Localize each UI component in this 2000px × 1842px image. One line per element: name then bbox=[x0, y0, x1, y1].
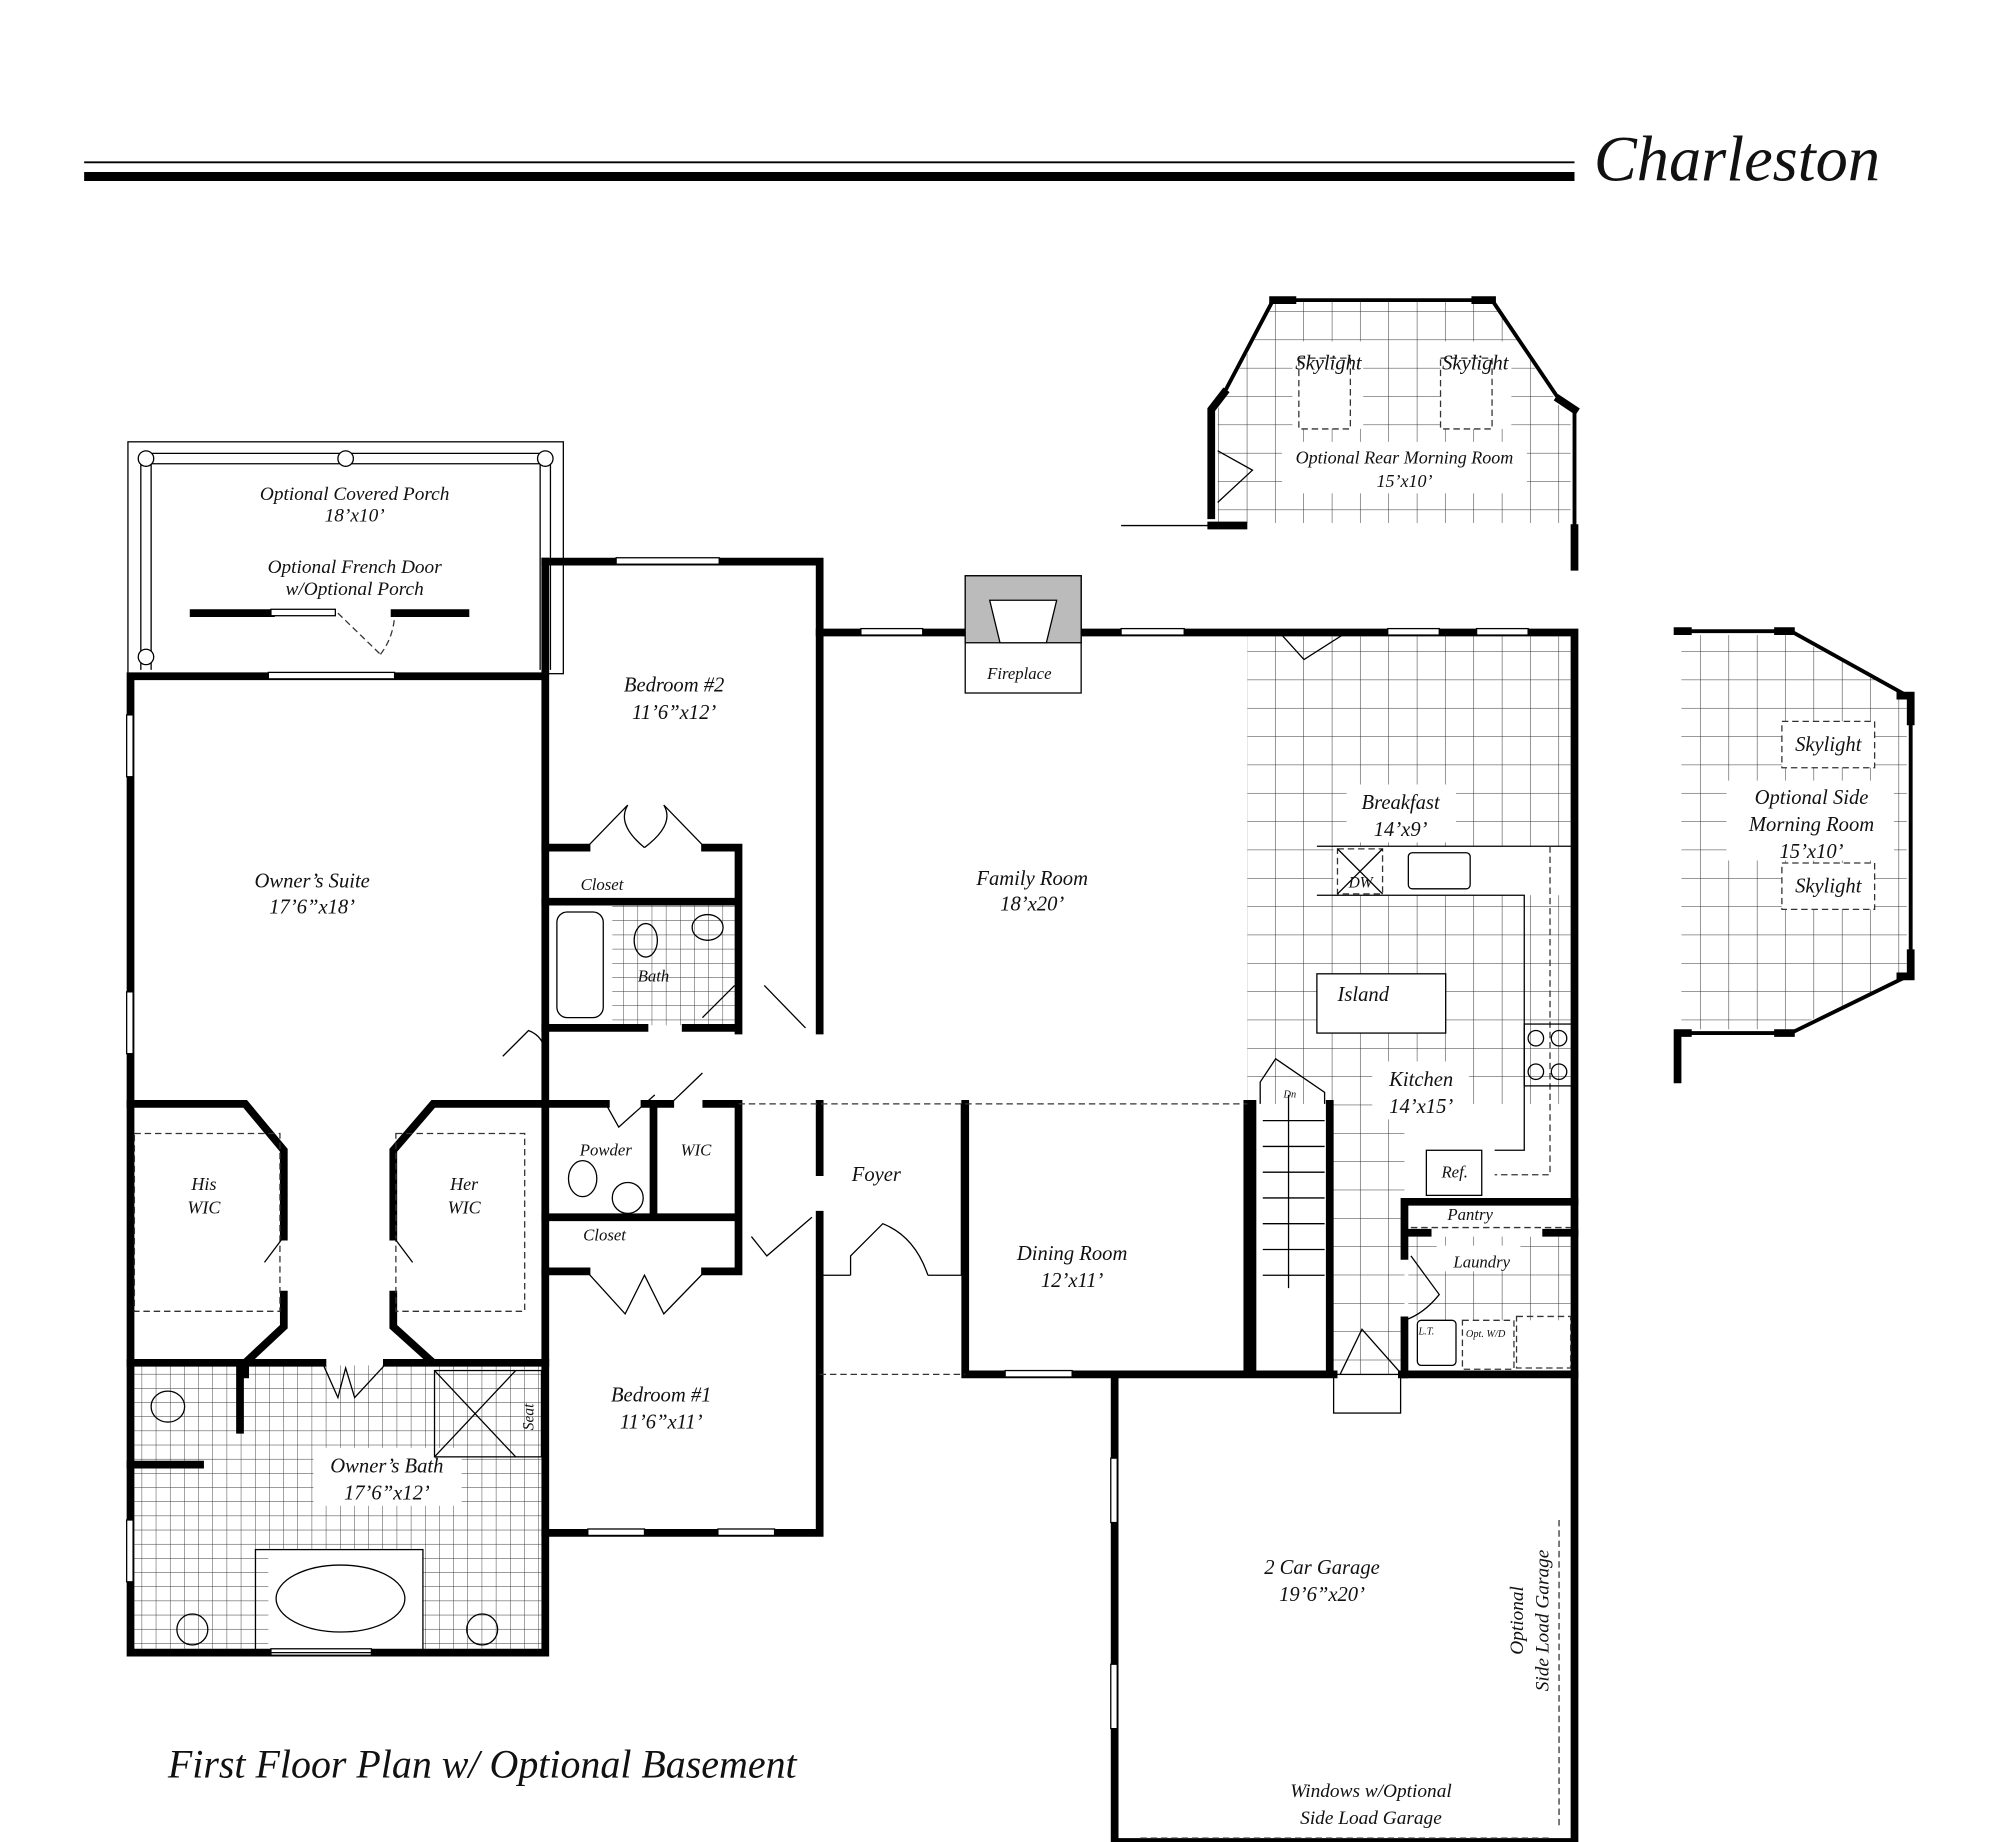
owners-bath-size: 17’6”x12’ bbox=[344, 1482, 430, 1504]
island-label: Island bbox=[1337, 984, 1390, 1006]
owners-bath-label: Owner’s Bath bbox=[330, 1455, 443, 1477]
dining-room-size: 12’x11’ bbox=[1041, 1270, 1104, 1292]
fireplace bbox=[964, 575, 1082, 694]
side-load-label: Optional bbox=[1507, 1586, 1528, 1655]
pantry-label: Pantry bbox=[1446, 1205, 1493, 1224]
rear-morning-room-size: 15’x10’ bbox=[1376, 471, 1432, 491]
his-wic-label: His bbox=[190, 1174, 216, 1194]
side-morning-room-label-2: Morning Room bbox=[1748, 814, 1874, 836]
refrigerator bbox=[1425, 1149, 1483, 1197]
bedroom2-label: Bedroom #2 bbox=[624, 675, 724, 697]
porch-size: 18’x10’ bbox=[325, 506, 385, 527]
porch-column bbox=[536, 450, 554, 467]
laundry-label: Laundry bbox=[1452, 1253, 1510, 1272]
bath-label: Bath bbox=[638, 967, 670, 986]
side-skylight-1: Skylight bbox=[1795, 734, 1863, 756]
range bbox=[1523, 1023, 1573, 1087]
rear-skylight-2: Skylight bbox=[1442, 353, 1510, 375]
porch-label: Optional Covered Porch bbox=[260, 484, 450, 505]
fireplace-label: Fireplace bbox=[986, 664, 1052, 683]
french-door-label-2: w/Optional Porch bbox=[286, 579, 424, 600]
side-morning-room bbox=[1673, 627, 1915, 1084]
room-labels: Optional Covered Porch 18’x10’ Optional … bbox=[187, 353, 1874, 1829]
porch-column bbox=[337, 450, 355, 467]
french-door-label: Optional French Door bbox=[268, 557, 443, 578]
her-wic-label: Her bbox=[449, 1174, 479, 1194]
kitchen-size: 14’x15’ bbox=[1389, 1096, 1453, 1118]
owners-suite-size: 17’6”x18’ bbox=[269, 896, 355, 918]
rear-morning-room-label: Optional Rear Morning Room bbox=[1296, 448, 1514, 468]
porch-column bbox=[137, 648, 155, 666]
garage-windows-label-2: Side Load Garage bbox=[1300, 1808, 1442, 1829]
foyer-label: Foyer bbox=[851, 1164, 902, 1186]
dishwasher-label: DW bbox=[1348, 875, 1375, 892]
side-morning-room-label: Optional Side bbox=[1755, 787, 1869, 809]
bedroom2-size: 11’6”x12’ bbox=[632, 702, 716, 724]
family-room-label: Family Room bbox=[975, 868, 1088, 890]
porch-column bbox=[137, 450, 155, 467]
seat-label: Seat bbox=[521, 1403, 538, 1430]
dining-room-label: Dining Room bbox=[1016, 1243, 1127, 1265]
sink bbox=[1407, 852, 1471, 890]
closet-b2-label: Closet bbox=[581, 875, 624, 894]
label-backgrounds bbox=[268, 341, 1894, 1653]
garage-size: 19’6”x20’ bbox=[1279, 1584, 1365, 1606]
closet-b1-label: Closet bbox=[583, 1225, 626, 1244]
powder-label: Powder bbox=[579, 1140, 633, 1159]
rear-skylight-1: Skylight bbox=[1295, 353, 1363, 375]
side-load-label-2: Side Load Garage bbox=[1533, 1549, 1554, 1691]
garage-label: 2 Car Garage bbox=[1264, 1557, 1380, 1579]
side-skylight-2: Skylight bbox=[1795, 876, 1863, 898]
stairs-down-label: Dn bbox=[1283, 1089, 1297, 1100]
bath-fixtures bbox=[133, 911, 724, 1654]
breakfast-size: 14’x9’ bbox=[1374, 819, 1428, 841]
bedroom1-label: Bedroom #1 bbox=[611, 1384, 711, 1406]
her-wic-label-2: WIC bbox=[448, 1197, 482, 1217]
kitchen-fixtures bbox=[1259, 631, 1573, 1414]
owners-suite-label: Owner’s Suite bbox=[254, 871, 369, 893]
side-morning-room-size: 15’x10’ bbox=[1779, 841, 1843, 863]
wic-label: WIC bbox=[681, 1140, 713, 1159]
his-wic-label-2: WIC bbox=[187, 1197, 221, 1217]
dishwasher bbox=[1336, 848, 1384, 895]
family-room-size: 18’x20’ bbox=[1000, 894, 1064, 916]
garage-windows-label: Windows w/Optional bbox=[1290, 1781, 1452, 1802]
doors bbox=[263, 804, 1441, 1400]
opt-wd-label: Opt. W/D bbox=[1466, 1329, 1506, 1340]
plan-title: Charleston bbox=[1594, 123, 1880, 194]
bedroom1-size: 11’6”x11’ bbox=[620, 1412, 703, 1434]
kitchen-label: Kitchen bbox=[1388, 1069, 1453, 1091]
title-rule bbox=[84, 161, 1575, 181]
rear-morning-room bbox=[1121, 296, 1580, 571]
breakfast-label: Breakfast bbox=[1362, 792, 1441, 814]
ref-label: Ref. bbox=[1440, 1162, 1467, 1181]
laundry-tub-label: L.T. bbox=[1417, 1326, 1434, 1337]
plan-caption: First Floor Plan w/ Optional Basement bbox=[167, 1742, 798, 1787]
windows bbox=[126, 557, 1560, 1839]
